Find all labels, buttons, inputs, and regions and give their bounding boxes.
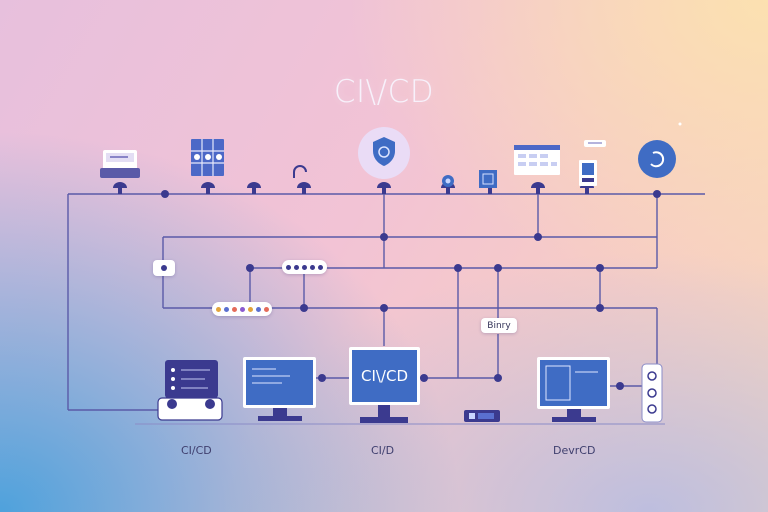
main-monitor-label: CI\/CD [360,367,409,385]
pipe-hook-icon [293,165,307,178]
node-pin-icon [201,182,215,194]
binary-pill: Binry [481,318,517,333]
grid-panel-icon [191,139,224,176]
code-monitor-icon [243,357,316,421]
binary-pill-label: Binry [487,320,511,331]
main-monitor-icon [349,347,420,423]
printer-icon [100,150,140,178]
diagram-title: CI\/CD [333,74,435,110]
node-pin-icon [247,182,261,194]
dev-monitor-icon [537,357,610,422]
stage-pill-mid [282,260,327,274]
node-pin-icon [297,182,311,194]
tablet-icon [579,140,606,186]
caption-left: CI/CD [181,444,212,457]
shield-badge-icon [358,127,410,179]
node-pin-icon [113,182,127,194]
small-screen-icon [479,170,497,188]
browser-window-icon [514,145,560,175]
status-pill-left [153,260,175,276]
small-chip-icon [442,175,454,187]
node-pin-icon [377,182,391,194]
refresh-circle-icon [638,140,676,178]
caption-center: CI/D [371,444,395,457]
controller-panel-icon [641,363,663,423]
stage-pill-colored [212,302,272,316]
router-box-icon [464,410,500,422]
node-pin-icon [531,182,545,194]
status-dot-icon [161,265,167,271]
server-console-icon [157,360,223,421]
caption-right: DevrCD [553,444,596,457]
